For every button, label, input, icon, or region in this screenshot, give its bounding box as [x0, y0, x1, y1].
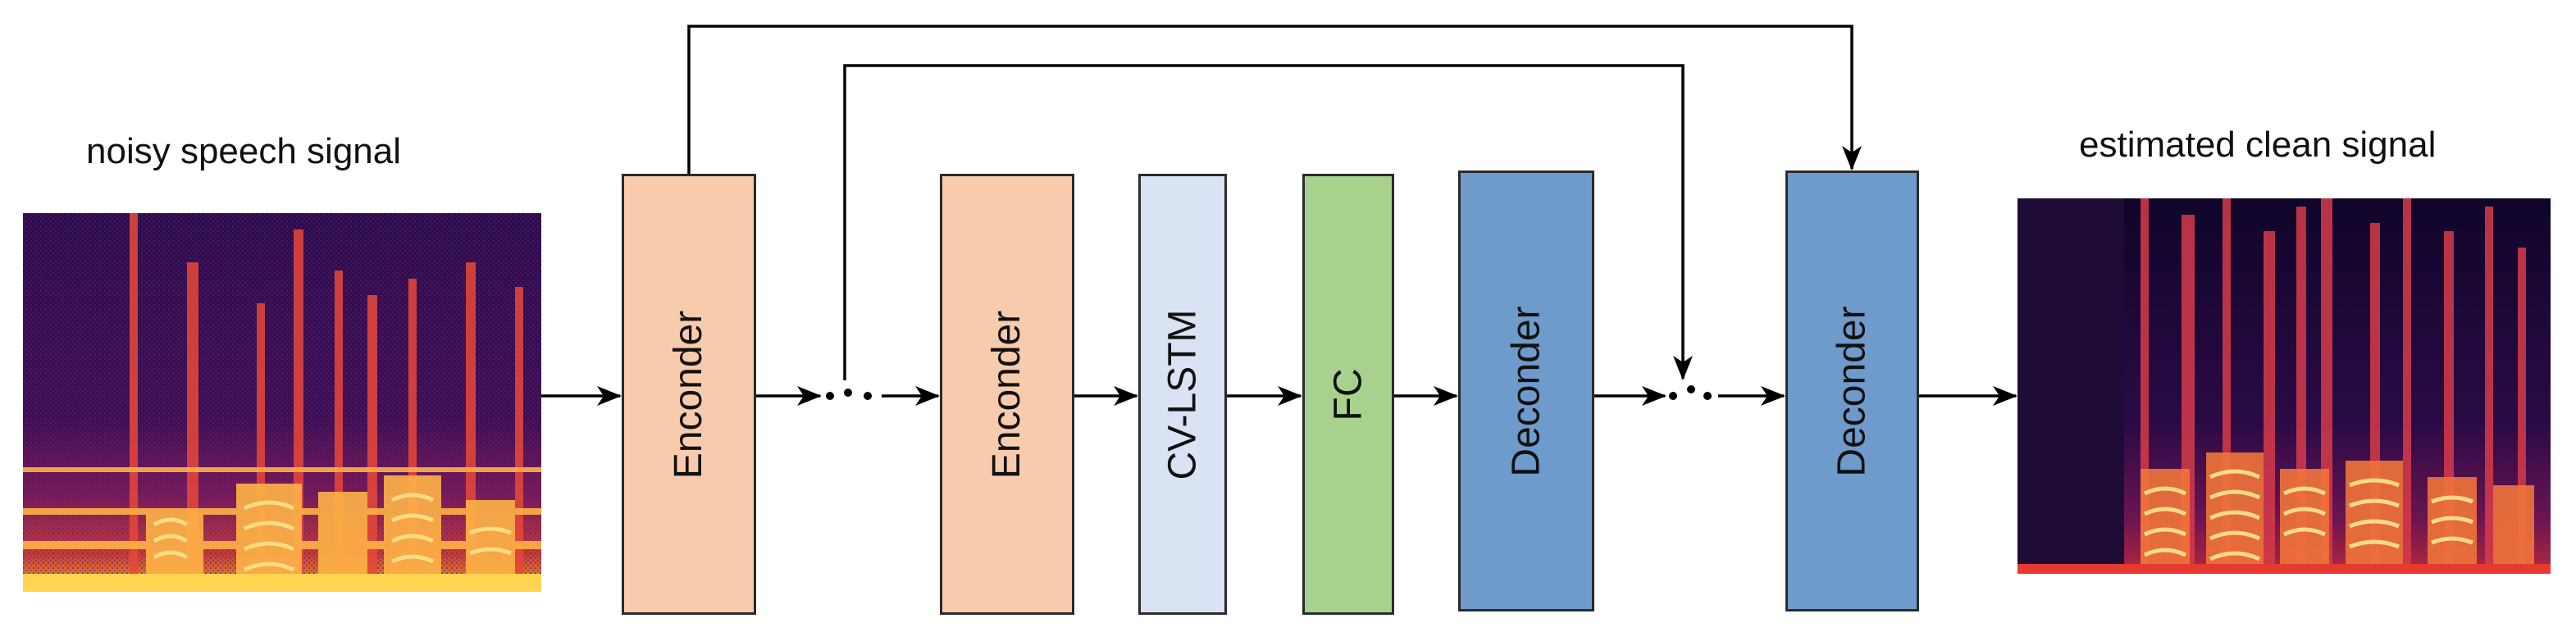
decoder-label: Deconder [1504, 305, 1548, 477]
fc-block: FC [1302, 174, 1394, 615]
decoder-block-2: Deconder [1785, 170, 1919, 611]
cv-lstm-block: CV-LSTM [1138, 174, 1227, 615]
encoder-block-2: Enconder [940, 174, 1074, 615]
encoder-label: Enconder [985, 310, 1029, 479]
encoder-block-1: Enconder [622, 174, 756, 615]
ellipsis-dots [826, 385, 1712, 400]
clean-spectrogram-image [2017, 198, 2551, 574]
cv-lstm-label: CV-LSTM [1160, 308, 1205, 480]
fc-label: FC [1326, 368, 1370, 421]
decoder-label: Deconder [1831, 305, 1874, 477]
noisy-spectrogram-image [23, 213, 541, 592]
output-caption: estimated clean signal [2079, 125, 2437, 165]
encoder-label: Enconder [667, 310, 711, 479]
input-caption: noisy speech signal [86, 131, 402, 171]
decoder-block-1: Deconder [1458, 170, 1594, 611]
